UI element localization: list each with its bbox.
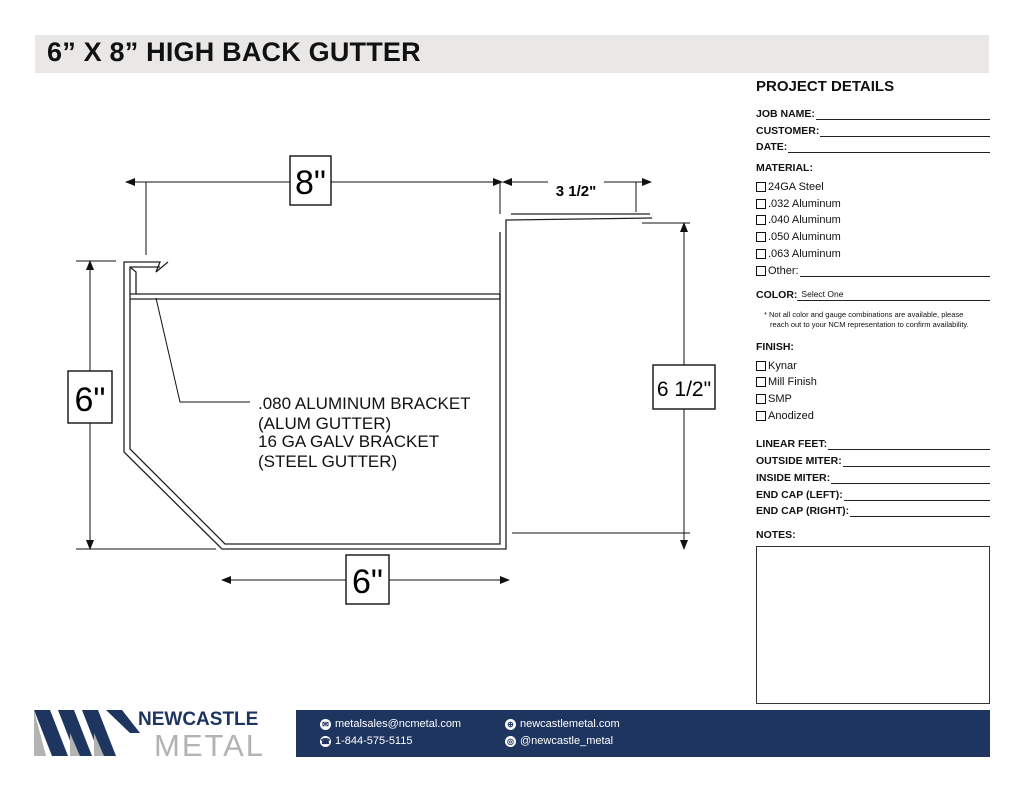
- checkbox-icon[interactable]: [756, 198, 766, 209]
- gutter-profile: [123, 213, 653, 550]
- material-option-040-aluminum[interactable]: .040 Aluminum: [756, 212, 990, 229]
- checkbox-icon[interactable]: [756, 232, 766, 243]
- dim-left-height: 6": [75, 381, 106, 419]
- globe-icon: ⊕: [505, 718, 516, 730]
- finish-label: FINISH:: [756, 341, 794, 354]
- material-option-063-aluminum[interactable]: .063 Aluminum: [756, 246, 990, 263]
- checkbox-icon[interactable]: [756, 394, 766, 405]
- finish-option-anodized[interactable]: Anodized: [756, 408, 990, 425]
- bracket-note-line: (STEEL GUTTER): [258, 452, 397, 471]
- material-option-other[interactable]: Other:: [756, 262, 990, 279]
- color-label: COLOR:: [756, 289, 798, 302]
- material-option-032-aluminum[interactable]: .032 Aluminum: [756, 195, 990, 212]
- newcastle-metal-logo: NEWCASTLE METAL: [34, 709, 265, 759]
- material-option-24ga-steel[interactable]: 24GA Steel: [756, 178, 990, 195]
- notes-textarea[interactable]: [756, 546, 990, 704]
- phone-contact[interactable]: ☎1-844-575-5115: [320, 735, 413, 747]
- dim-box-left: 6": [67, 370, 113, 424]
- color-availability-note: * Not all color and gauge combinations a…: [764, 310, 969, 329]
- dim-box-right: 6 1/2": [652, 364, 716, 410]
- date-field[interactable]: DATE:: [756, 137, 990, 154]
- material-label: MATERIAL:: [756, 162, 813, 175]
- project-details-heading: PROJECT DETAILS: [756, 78, 895, 95]
- checkbox-icon[interactable]: [756, 215, 766, 226]
- material-option-050-aluminum[interactable]: .050 Aluminum: [756, 229, 990, 246]
- finish-option-smp[interactable]: SMP: [756, 391, 990, 408]
- linear-feet-field[interactable]: LINEAR FEET:: [756, 433, 990, 451]
- title-bar: 6” X 8” HIGH BACK GUTTER: [35, 35, 989, 73]
- website-contact[interactable]: ⊕newcastlemetal.com: [505, 718, 620, 730]
- footer-contact-bar: ✉metalsales@ncmetal.com ☎1-844-575-5115 …: [296, 710, 990, 757]
- instagram-icon: ◎: [505, 735, 516, 747]
- dim-box-bottom: 6": [345, 554, 390, 605]
- social-contact[interactable]: ◎@newcastle_metal: [505, 735, 614, 747]
- project-details-panel: PROJECT DETAILS JOB NAME: CUSTOMER: DATE…: [756, 78, 990, 545]
- bracket-note: .080 ALUMINUM BRACKET (ALUM GUTTER) 16 G…: [258, 394, 471, 471]
- logo-mark-icon: [34, 710, 140, 756]
- checkbox-icon[interactable]: [756, 410, 766, 421]
- end-cap-right-field[interactable]: END CAP (RIGHT):: [756, 501, 990, 518]
- gutter-drawing: 8" 3 1/2" 6" 6 1/2" 6" .080 ALUMINUM BRA…: [67, 155, 716, 605]
- notes-label: NOTES:: [756, 529, 796, 542]
- finish-option-mill[interactable]: Mill Finish: [756, 374, 990, 391]
- outside-miter-field[interactable]: OUTSIDE MITER:: [756, 450, 990, 467]
- checkbox-icon[interactable]: [756, 377, 766, 388]
- email-contact[interactable]: ✉metalsales@ncmetal.com: [320, 718, 461, 730]
- bracket-note-line: .080 ALUMINUM BRACKET: [258, 394, 471, 413]
- end-cap-left-field[interactable]: END CAP (LEFT):: [756, 484, 990, 501]
- dim-right-offset: 3 1/2": [556, 183, 596, 200]
- color-field[interactable]: COLOR: Select One: [756, 287, 990, 302]
- phone-icon: ☎: [320, 735, 331, 747]
- checkbox-icon[interactable]: [756, 360, 766, 371]
- dim-top-width: 8": [295, 164, 326, 202]
- email-icon: ✉: [320, 718, 331, 730]
- finish-option-kynar[interactable]: Kynar: [756, 357, 990, 374]
- page-title: 6” X 8” HIGH BACK GUTTER: [47, 37, 421, 67]
- checkbox-icon[interactable]: [756, 265, 766, 276]
- logo-line1: NEWCASTLE: [138, 709, 258, 730]
- checkbox-icon[interactable]: [756, 248, 766, 259]
- logo-line2: METAL: [154, 728, 265, 759]
- inside-miter-field[interactable]: INSIDE MITER:: [756, 467, 990, 484]
- color-select[interactable]: Select One: [797, 289, 990, 302]
- job-name-field[interactable]: JOB NAME:: [756, 103, 990, 120]
- bracket-note-line: (ALUM GUTTER): [258, 414, 391, 433]
- bracket-note-line: 16 GA GALV BRACKET: [258, 432, 439, 451]
- checkbox-icon[interactable]: [756, 181, 766, 192]
- dim-box-top: 8": [289, 155, 332, 206]
- dim-bottom-width: 6": [352, 563, 383, 601]
- customer-field[interactable]: CUSTOMER:: [756, 120, 990, 137]
- dim-right-height: 6 1/2": [657, 378, 711, 401]
